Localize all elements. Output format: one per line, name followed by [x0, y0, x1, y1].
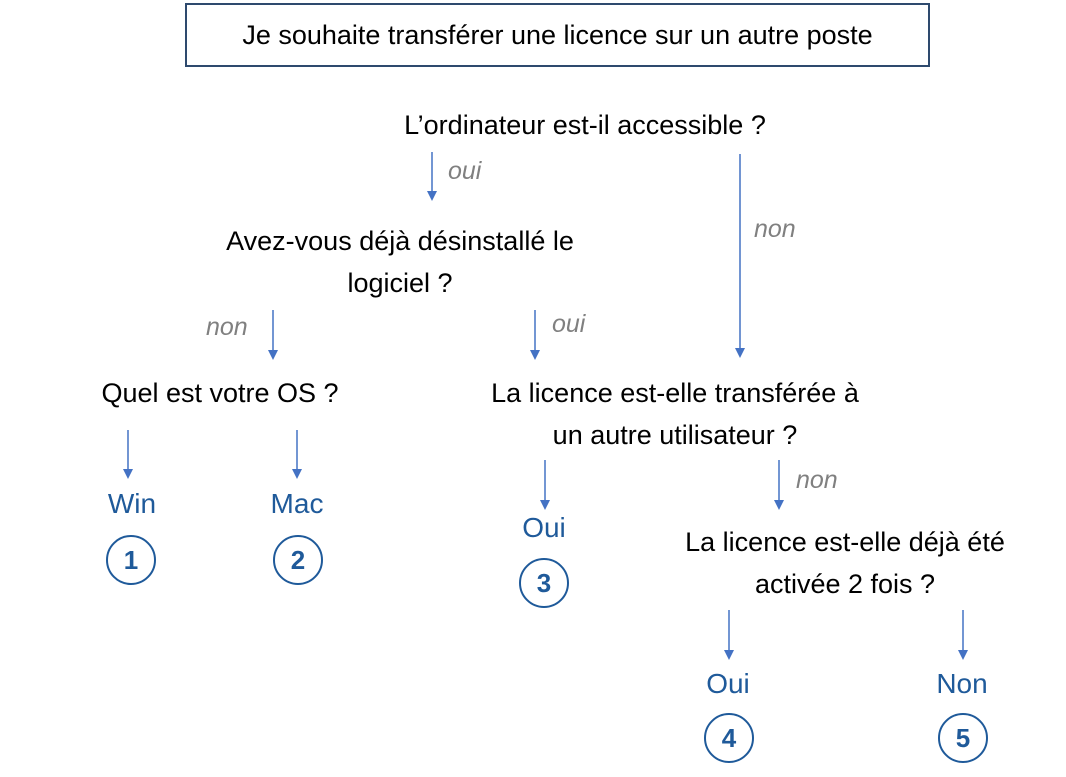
edge-label-non: non: [206, 313, 248, 341]
outcome-label-oui: Oui: [706, 668, 750, 699]
question-computer-accessible: L’ordinateur est-il accessible ?: [360, 104, 810, 146]
question-line: activée 2 fois ?: [754, 569, 936, 599]
outcome-badge-3: 3: [519, 558, 569, 608]
title-text: Je souhaite transférer une licence sur u…: [242, 19, 873, 50]
edge-label-non: non: [754, 215, 796, 243]
question-license-transferred: La licence est-elle transférée à un autr…: [440, 372, 910, 456]
question-line: La licence est-elle transférée à: [491, 378, 859, 408]
outcome-badge-5: 5: [938, 713, 988, 763]
question-os: Quel est votre OS ?: [60, 372, 380, 414]
question-line: logiciel ?: [347, 268, 453, 298]
outcome-badge-2: 2: [273, 535, 323, 585]
edge-label-non: non: [796, 466, 838, 494]
question-line: Avez-vous déjà désinstallé le: [226, 226, 574, 256]
outcome-label-win: Win: [107, 488, 157, 519]
edge-label-oui: oui: [448, 157, 482, 185]
question-text: L’ordinateur est-il accessible ?: [404, 110, 766, 140]
outcome-label-mac: Mac: [270, 488, 324, 519]
outcome-badge-1: 1: [106, 535, 156, 585]
question-line: La licence est-elle déjà été: [685, 527, 1005, 557]
outcome-label-oui: Oui: [522, 512, 566, 543]
question-text: Quel est votre OS ?: [101, 378, 339, 408]
question-activated-twice: La licence est-elle déjà été activée 2 f…: [640, 521, 1050, 605]
title-box: Je souhaite transférer une licence sur u…: [185, 3, 930, 67]
question-uninstalled: Avez-vous déjà désinstallé le logiciel ?: [180, 220, 620, 304]
outcome-badge-4: 4: [704, 713, 754, 763]
outcome-label-non: Non: [936, 668, 988, 699]
question-line: un autre utilisateur ?: [552, 420, 798, 450]
edge-label-oui: oui: [552, 310, 586, 338]
